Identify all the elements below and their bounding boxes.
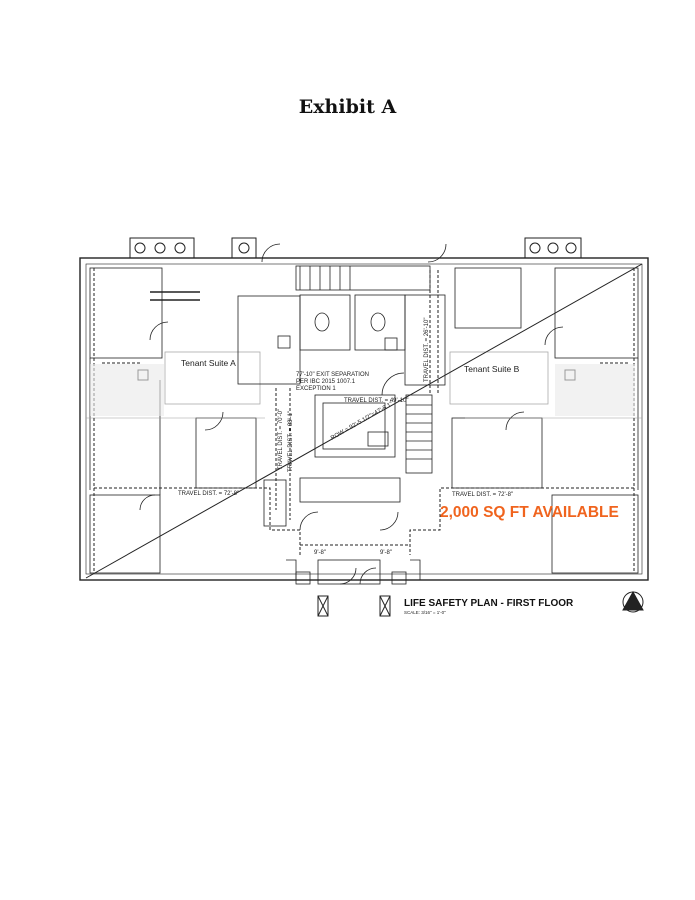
- core-area: [237, 243, 447, 531]
- travel-dist-left: TRAVEL DIST. = 72'-8": [178, 491, 239, 497]
- dim-left: 9'-8": [314, 550, 326, 556]
- exit-sep-line-2: PER IBC 2015 1007.1: [296, 379, 356, 385]
- hatch-left: [90, 364, 164, 416]
- exit-separation-line: [85, 263, 643, 579]
- travel-dist-vertical-2: TRAVEL DIST. = 88'-1": [288, 411, 294, 472]
- suite-b-walls: [449, 267, 642, 574]
- exit-sep-line-1: 77'-10" EXIT SEPARATION: [296, 372, 369, 378]
- suite-a-walls: [86, 267, 265, 574]
- page-title: Exhibit A: [298, 96, 397, 118]
- hvac-units-right: [524, 237, 582, 259]
- hvac-units-left: [129, 237, 257, 259]
- plan-title: LIFE SAFETY PLAN - FIRST FLOOR: [404, 598, 574, 609]
- plan-scale: SCALE: 3/16" = 1'-0": [404, 610, 446, 615]
- travel-dist-vertical-3: TRAVEL DIST. = 26'-10": [424, 318, 430, 382]
- entry-vestibule: [286, 559, 421, 585]
- exit-sep-line-3: EXCEPTION 1: [296, 386, 336, 392]
- diagonal-dimension: ROW = 92'-5 1/2"=47'-8 1": [330, 401, 394, 441]
- travel-dist-vertical-1: TRAVEL DIST. = 70'-0": [278, 409, 284, 470]
- dim-right: 9'-8": [380, 550, 392, 556]
- tenant-suite-b-label: Tenant Suite B: [464, 364, 520, 374]
- egress-paths: [93, 268, 635, 572]
- available-area-label: 2,000 SQ FT AVAILABLE: [440, 504, 619, 521]
- travel-dist-center: TRAVEL DIST. = 49'-10": [344, 398, 408, 404]
- hatch-right: [555, 364, 635, 416]
- travel-dist-right: TRAVEL DIST. = 72'-8": [452, 492, 513, 498]
- north-arrow-icon: [622, 590, 644, 613]
- tenant-suite-a-label: Tenant Suite A: [181, 358, 236, 368]
- outer-wall: [79, 257, 649, 581]
